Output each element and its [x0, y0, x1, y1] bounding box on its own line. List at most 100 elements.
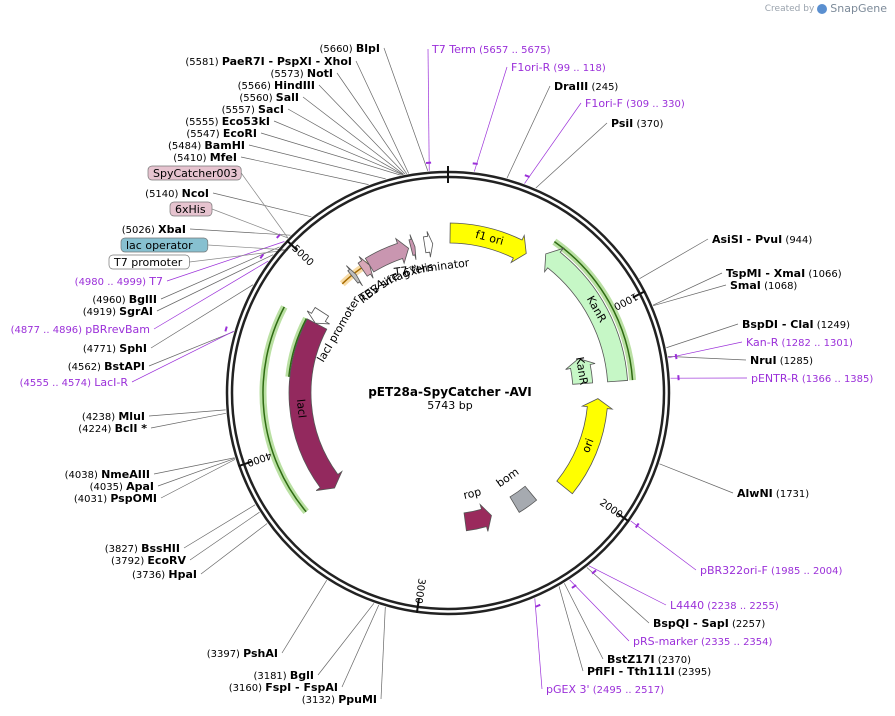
enzyme-label[interactable]: (4031) PspOMI	[74, 492, 157, 505]
enzyme-label[interactable]: AsiSI - PvuI (944)	[712, 233, 812, 246]
enzyme-label[interactable]: (3736) HpaI	[132, 568, 197, 581]
enzyme-label[interactable]: BstZ17I (2370)	[607, 653, 691, 666]
feature-6xhis[interactable]	[408, 234, 417, 260]
feature-kanr[interactable]	[565, 358, 596, 385]
tag-leader-line	[207, 244, 289, 251]
enzyme-label[interactable]: (4562) BstAPI	[68, 360, 145, 373]
enzyme-label[interactable]: PsiI (370)	[611, 117, 663, 130]
primer-position: (2495 .. 2517)	[590, 685, 665, 696]
enzyme-position: (2257)	[729, 619, 766, 630]
primer-label[interactable]: T7 Term (5657 .. 5675)	[431, 43, 551, 56]
enzyme-position: (5566)	[238, 81, 274, 92]
enzyme-position: (4960)	[92, 295, 128, 306]
enzyme-label[interactable]: (5581) PaeR7I - PspXI - XhoI	[185, 55, 352, 68]
outer-arc-core	[288, 318, 308, 377]
enzyme-position: (3792)	[111, 556, 147, 567]
primer-label[interactable]: (4980 .. 4999) T7	[75, 275, 163, 288]
enzyme-label[interactable]: (5560) SalI	[239, 91, 299, 104]
feature-tev-site[interactable]	[357, 256, 374, 279]
enzyme-label[interactable]: PflFI - Tth111I (2395)	[587, 665, 711, 678]
enzyme-label[interactable]: (5573) NotI	[270, 67, 333, 80]
feature-rbs[interactable]	[346, 265, 363, 287]
enzyme-label[interactable]: (4035) ApaI	[90, 480, 154, 493]
enzyme-label[interactable]: (5555) Eco53kI	[185, 115, 270, 128]
outer-arc-core	[262, 306, 307, 513]
tick-label: 1000	[612, 290, 640, 311]
tag-text: T7 promoter	[113, 256, 183, 269]
feature-laci[interactable]	[288, 318, 343, 491]
enzyme-label[interactable]: (4919) SgrAI	[83, 305, 153, 318]
tag-text: SpyCatcher003	[153, 167, 238, 180]
enzyme-label[interactable]: (3181) BglI	[253, 669, 314, 682]
primer-label[interactable]: F1ori-R (99 .. 118)	[511, 61, 606, 74]
enzyme-label[interactable]: (3827) BssHII	[105, 542, 180, 555]
enzyme-label[interactable]: (5484) BamHI	[168, 139, 245, 152]
primer-label[interactable]: pENTR-R (1366 .. 1385)	[751, 372, 873, 385]
enzyme-label[interactable]: (3792) EcoRV	[111, 554, 186, 567]
enzyme-label[interactable]: NruI (1285)	[750, 354, 813, 367]
enzyme-label[interactable]: (3397) PshAI	[207, 647, 278, 660]
primer-label[interactable]: pGEX 3' (2495 .. 2517)	[546, 683, 664, 696]
enzyme-label[interactable]: TspMI - XmaI (1066)	[726, 267, 842, 280]
feature-rop[interactable]	[463, 503, 492, 532]
tagged-label-6xhis[interactable]: 6xHis	[169, 201, 213, 217]
feature-avitag-[interactable]	[364, 237, 410, 273]
tagged-label-t7-promoter[interactable]: T7 promoter	[108, 254, 190, 270]
feature-ori[interactable]	[556, 398, 614, 495]
primer-position: (2335 .. 2354)	[698, 637, 773, 648]
enzyme-label[interactable]: (5140) NcoI	[145, 187, 209, 200]
enzyme-leader-line	[148, 409, 226, 417]
enzyme-label[interactable]: (4224) BclI *	[78, 422, 147, 435]
enzyme-leader-line	[558, 586, 584, 672]
feature-kanr[interactable]	[544, 247, 628, 383]
enzyme-position: (370)	[633, 119, 663, 130]
enzyme-label[interactable]: BspQI - SapI (2257)	[653, 617, 765, 630]
primer-mark	[224, 326, 228, 332]
enzyme-name: BclI *	[115, 422, 148, 435]
primer-label[interactable]: pRS-marker (2335 .. 2354)	[633, 635, 773, 648]
feature-f1-ori[interactable]	[449, 222, 527, 264]
enzyme-name: BlpI	[356, 42, 380, 55]
enzyme-label[interactable]: BspDI - ClaI (1249)	[742, 318, 850, 331]
enzyme-name: NotI	[307, 67, 333, 80]
enzyme-label[interactable]: (5557) SacI	[222, 103, 284, 116]
enzyme-position: (4038)	[65, 470, 101, 481]
enzyme-label[interactable]: AlwNI (1731)	[737, 487, 809, 500]
enzyme-label[interactable]: (3132) PpuMI	[302, 693, 377, 706]
tick-label: 5000	[289, 243, 315, 268]
enzyme-label[interactable]: (4238) MluI	[82, 410, 145, 423]
snapgene-logo-icon	[817, 3, 828, 14]
enzyme-label[interactable]: (4960) BglII	[92, 293, 157, 306]
primer-label[interactable]: F1ori-F (309 .. 330)	[585, 97, 685, 110]
enzyme-label[interactable]: (5660) BlpI	[319, 42, 380, 55]
enzyme-name: BglI	[290, 669, 314, 682]
enzyme-label[interactable]: (4038) NmeAIII	[65, 468, 150, 481]
enzyme-label[interactable]: (5566) HindIII	[238, 79, 315, 92]
enzyme-position: (1249)	[814, 320, 851, 331]
enzyme-label[interactable]: (5547) EcoRI	[186, 127, 257, 140]
tagged-label-lac-operator[interactable]: lac operator	[120, 237, 209, 253]
primer-mark	[674, 353, 678, 360]
tick-label: 4000	[245, 449, 273, 468]
enzyme-label[interactable]: DraIII (245)	[554, 80, 618, 93]
enzyme-label[interactable]: SmaI (1068)	[730, 279, 797, 292]
tagged-label-spycatcher003[interactable]: SpyCatcher003	[147, 165, 242, 181]
primer-label[interactable]: Kan-R (1282 .. 1301)	[746, 336, 853, 349]
primer-label[interactable]: pBR322ori-F (1985 .. 2004)	[700, 564, 842, 577]
primer-label[interactable]: L4440 (2238 .. 2255)	[670, 599, 779, 612]
enzyme-label[interactable]: (3160) FspI - FspAI	[229, 681, 338, 694]
enzyme-name: BstAPI	[104, 360, 145, 373]
feature-t7-terminator[interactable]	[422, 231, 434, 258]
primer-leader-line	[668, 341, 743, 359]
watermark-brand: SnapGene	[830, 2, 887, 15]
enzyme-label[interactable]: (4771) SphI	[83, 342, 147, 355]
primer-label[interactable]: (4555 .. 4574) LacI-R	[20, 376, 129, 389]
feature-laci-promoter[interactable]	[306, 306, 330, 325]
primer-label[interactable]: (4877 .. 4896) pBRrevBam	[11, 323, 150, 336]
tag-leader-line	[240, 172, 289, 239]
leader-lines	[131, 47, 748, 700]
enzyme-name: EcoRI	[223, 127, 257, 140]
enzyme-label[interactable]: (5410) MfeI	[173, 151, 237, 164]
enzyme-label[interactable]: (5026) XbaI	[122, 223, 186, 236]
feature-bom[interactable]	[509, 485, 538, 513]
